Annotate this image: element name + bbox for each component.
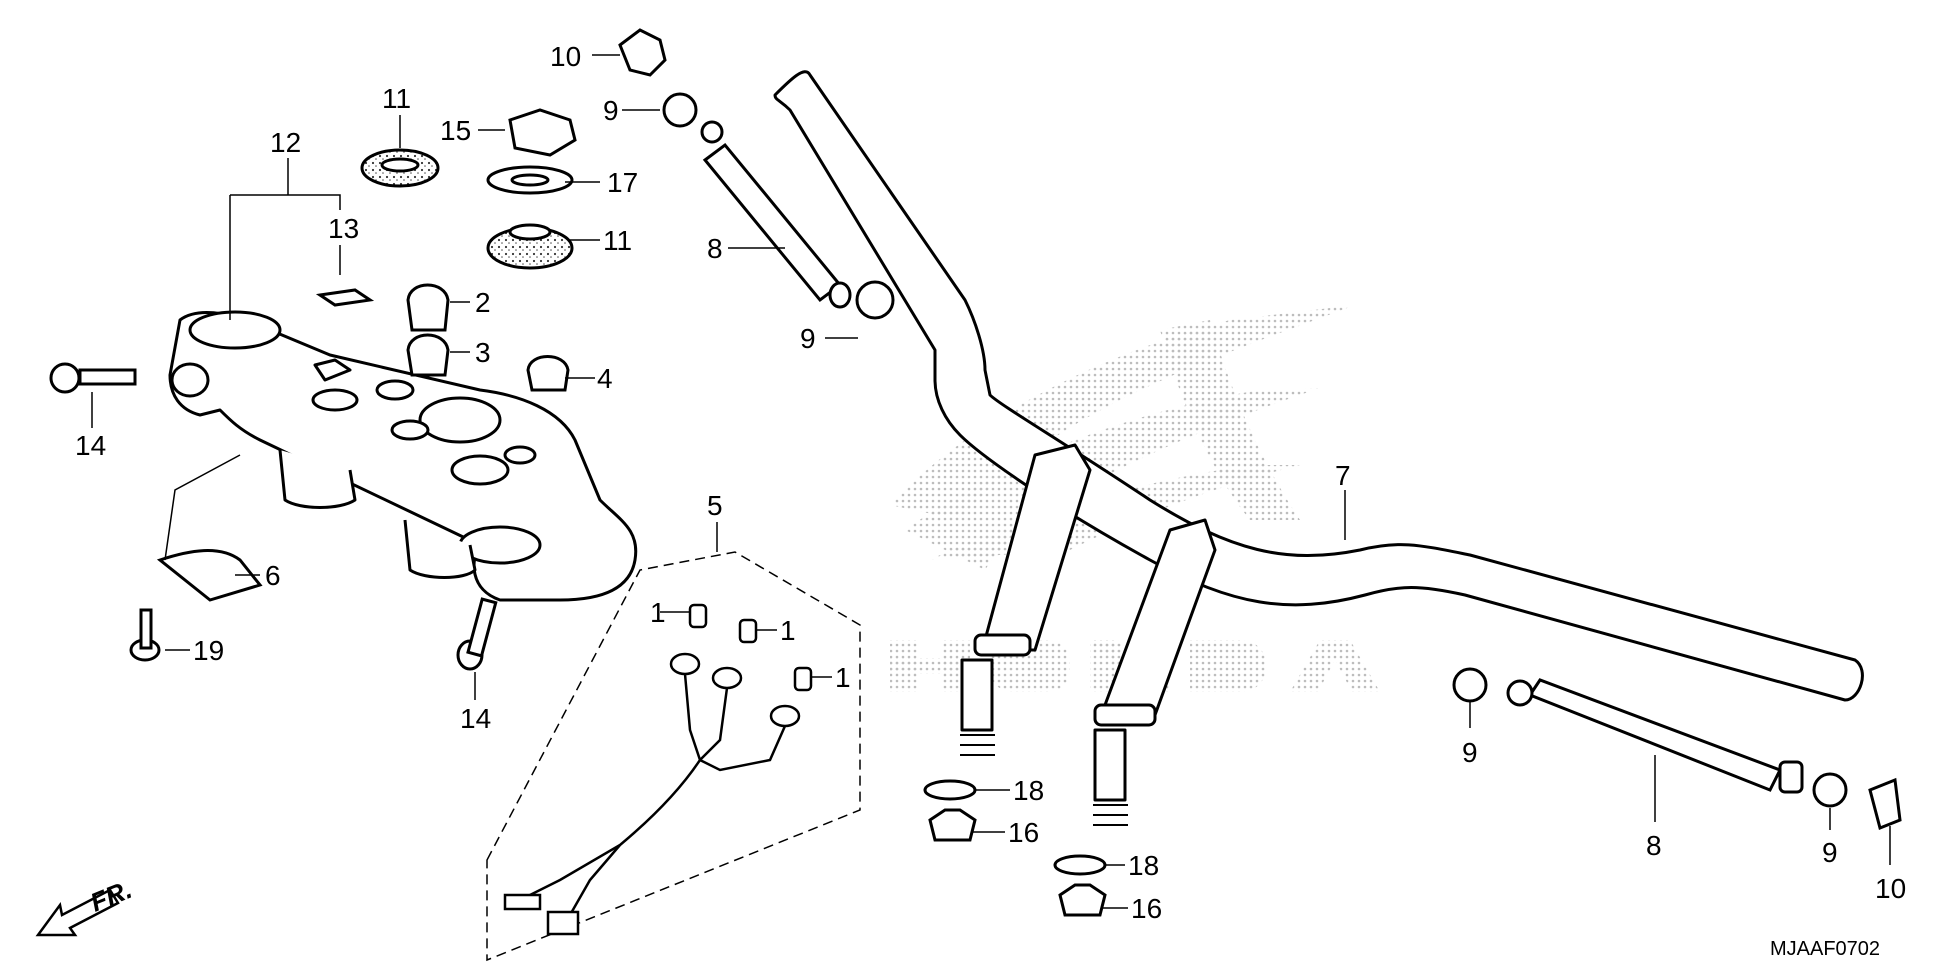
callout-label: 12 (270, 127, 301, 158)
handlebar-icon (773, 70, 1864, 826)
callout-label: 3 (475, 337, 491, 368)
weight-icon (700, 120, 1804, 794)
callout-label: 9 (1462, 737, 1478, 768)
rubber-icon (49, 28, 1902, 917)
callout-label: 2 (475, 287, 491, 318)
callout-label: 9 (800, 323, 816, 354)
top-bridge-icon (168, 310, 638, 602)
callout-label: 18 (1128, 850, 1159, 881)
callout-label: 1 (650, 597, 666, 628)
callout-label: 17 (607, 167, 638, 198)
callout-label: 9 (603, 95, 619, 126)
callout-label: 14 (75, 430, 106, 461)
leader-lines (91, 54, 1891, 909)
callout-label: 4 (597, 363, 613, 394)
callout-label: 11 (603, 225, 632, 256)
callouts: 10 9 8 9 15 17 11 11 12 13 2 3 4 14 6 19… (75, 41, 1906, 924)
callout-label: 5 (707, 490, 723, 521)
callout-label: 8 (707, 233, 723, 264)
callout-label: 9 (1822, 837, 1838, 868)
callout-label: 10 (550, 41, 581, 72)
callout-label: 13 (328, 213, 359, 244)
callout-label: 1 (835, 662, 851, 693)
callout-label: 16 (1131, 893, 1162, 924)
callout-label: 8 (1646, 830, 1662, 861)
callout-label: 14 (460, 703, 491, 734)
front-direction-arrow-icon: FR. (35, 874, 136, 937)
callout-label: 19 (193, 635, 224, 666)
callout-label: 1 (780, 615, 796, 646)
callout-label: 16 (1008, 817, 1039, 848)
callout-label: 7 (1335, 460, 1351, 491)
callout-label: 11 (382, 83, 411, 114)
callout-label: 15 (440, 115, 471, 146)
callout-label: 18 (1013, 775, 1044, 806)
diagram-code: MJAAF0702 (1770, 938, 1880, 960)
callout-label: 6 (265, 560, 281, 591)
switch-harness-icon (486, 551, 861, 962)
callout-label: 10 (1875, 873, 1906, 904)
